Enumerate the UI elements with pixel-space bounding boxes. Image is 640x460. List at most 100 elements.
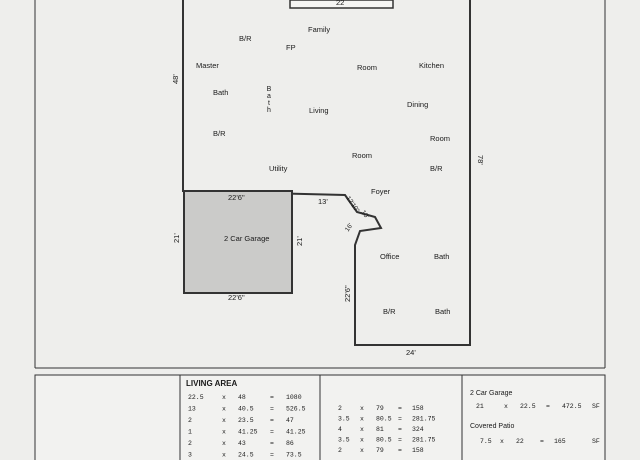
label-br-bottom: B/R — [383, 307, 396, 316]
table-cell: x — [504, 403, 508, 410]
table-cell: 41.25 — [286, 429, 306, 436]
table-cell: 21 — [476, 403, 484, 410]
label-foyer: Foyer — [371, 187, 391, 196]
label-br-left: B/R — [213, 129, 226, 138]
table-cell: x — [222, 452, 226, 459]
dim-garage-right: 21' — [295, 236, 304, 246]
dim-diag-b: 10' — [359, 209, 370, 220]
label-garage: 2 Car Garage — [224, 234, 269, 243]
table-cell: 22.5 — [520, 403, 536, 410]
table-cell: 48 — [238, 394, 246, 401]
table-cell: x — [222, 429, 226, 436]
table-cell: 79 — [376, 405, 384, 412]
table-cell: 3.5 — [338, 437, 350, 444]
label-room-family: Room — [357, 63, 377, 72]
living-area-rows: 22.5 x 48 = 1080 13 x 40.5 = 526.5 2 x 23.5 = 47 1 x 41.2… — [188, 394, 306, 459]
garage-shape — [183, 190, 293, 294]
table-cell: = — [398, 416, 402, 423]
label-kitchen: Kitchen — [419, 61, 444, 70]
table-cell: x — [222, 406, 226, 413]
dim-top: 22 — [336, 0, 344, 7]
table-cell: x — [222, 440, 226, 447]
table-cell: 23.5 — [238, 417, 254, 424]
label-utility: Utility — [269, 164, 288, 173]
table-cell: 1080 — [286, 394, 302, 401]
table-cell: = — [398, 426, 402, 433]
table-cell: = — [270, 417, 274, 424]
label-dining: Dining — [407, 100, 428, 109]
table-cell: 158 — [412, 447, 424, 454]
table-cell: = — [398, 447, 402, 454]
table-cell: 80.5 — [376, 416, 392, 423]
table-cell: x — [500, 438, 504, 445]
dim-wing-bottom: 24' — [406, 348, 416, 357]
table-cell: = — [270, 452, 274, 459]
table-cell: 7.5 — [480, 438, 492, 445]
dim-left: 48' — [171, 74, 180, 84]
dim-diag-c: 16' — [344, 222, 355, 233]
table-cell: 13 — [188, 406, 196, 413]
label-bath-bottom: Bath — [435, 307, 450, 316]
label-room-dining: Room — [430, 134, 450, 143]
table-cell: 47 — [286, 417, 294, 424]
table-cell: 324 — [412, 426, 424, 433]
table-cell: 281.75 — [412, 437, 436, 444]
table-cell: = — [398, 437, 402, 444]
table-cell: x — [360, 437, 364, 444]
table-cell: SF — [592, 438, 600, 445]
label-bath-master: Bath — [213, 88, 228, 97]
table-cell: 2 — [188, 417, 192, 424]
table-cell: 41.25 — [238, 429, 258, 436]
dim-right: 78' — [476, 155, 485, 165]
label-master: Master — [196, 61, 219, 70]
label-fp: FP — [286, 43, 296, 52]
table-cell: x — [360, 426, 364, 433]
table-cell: 22 — [516, 438, 524, 445]
top-structure — [289, 0, 394, 9]
patio-title: Covered Patio — [470, 423, 514, 430]
table-cell: 79 — [376, 447, 384, 454]
label-room-living: Room — [352, 151, 372, 160]
table-cell: = — [270, 394, 274, 401]
dim-wing-left: 22'6" — [343, 285, 352, 302]
table-cell: 43 — [238, 440, 246, 447]
table-cell: 73.5 — [286, 452, 302, 459]
garage-title: 2 Car Garage — [470, 390, 513, 397]
table-cell: 2 — [338, 405, 342, 412]
table-cell: 281.75 — [412, 416, 436, 423]
table-cell: x — [360, 447, 364, 454]
table-cell: 3.5 — [338, 416, 350, 423]
label-br-right: B/R — [430, 164, 443, 173]
label-office: Office — [380, 252, 399, 261]
table-cell: 526.5 — [286, 406, 306, 413]
table-cell: 2 — [338, 447, 342, 454]
living-area-title: LIVING AREA — [186, 379, 237, 388]
table-cell: 3 — [188, 452, 192, 459]
label-living: Living — [309, 106, 329, 115]
table-cell: 1 — [188, 429, 192, 436]
table-cell: 40.5 — [238, 406, 254, 413]
dim-garage-left: 21' — [172, 233, 181, 243]
dim-garage-top: 22'6" — [228, 193, 245, 202]
table-cell: x — [222, 417, 226, 424]
table-cell: 86 — [286, 440, 294, 447]
table-cell: 22.5 — [188, 394, 204, 401]
label-bath-office: Bath — [434, 252, 449, 261]
table-cell: = — [398, 405, 402, 412]
table-cell: = — [540, 438, 544, 445]
table-cell: = — [270, 406, 274, 413]
label-bath-vertical: Bath — [266, 86, 273, 114]
table-cell: x — [360, 405, 364, 412]
table-cell: 4 — [338, 426, 342, 433]
table-cell: SF — [592, 403, 600, 410]
dim-garage-bottom: 22'6" — [228, 293, 245, 302]
table-cell: 81 — [376, 426, 384, 433]
table-cell: = — [270, 440, 274, 447]
table-cell: = — [270, 429, 274, 436]
label-br-top: B/R — [239, 34, 252, 43]
label-family: Family — [308, 25, 330, 34]
table-cell: x — [222, 394, 226, 401]
